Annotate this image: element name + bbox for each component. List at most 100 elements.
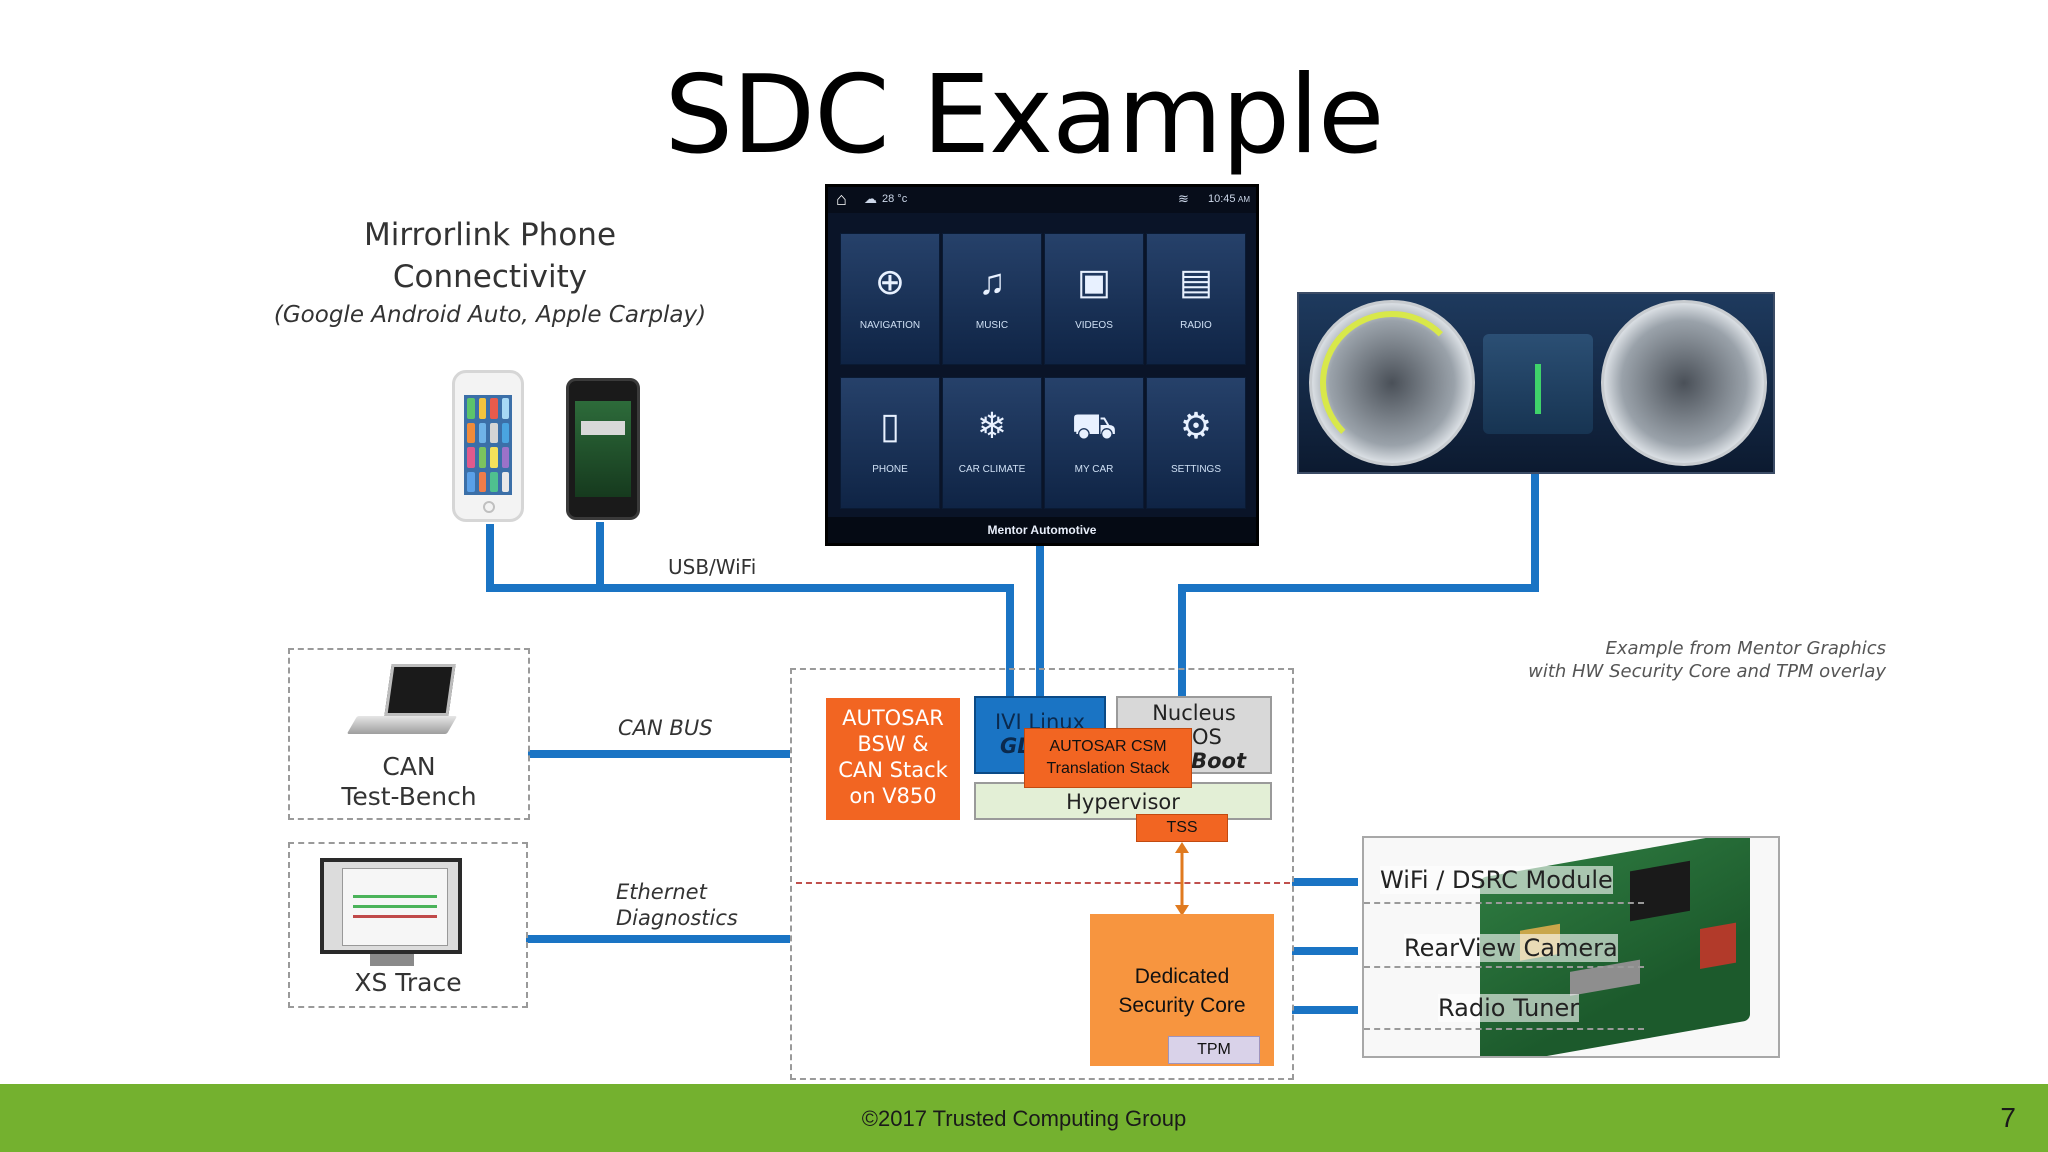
module-divider-3: [1364, 1028, 1644, 1030]
wire-wifi-module: [1292, 878, 1358, 886]
tpm-label: TPM: [1197, 1041, 1231, 1058]
nucleus-line1: Nucleus: [1152, 701, 1236, 725]
attribution-line2: with HW Security Core and TPM overlay: [1528, 661, 1886, 682]
iphone-image: [452, 370, 524, 522]
cluster-center-bar: [1535, 364, 1541, 414]
video-camera-icon: ▣: [1076, 261, 1111, 302]
wire-screen-to-ivi-linux: [1036, 546, 1044, 696]
iphone-app-grid: [464, 395, 512, 495]
android-clock-widget: [581, 421, 625, 435]
xs-trace-box: XS Trace: [288, 842, 528, 1008]
mirrorlink-line1: Mirrorlink Phone: [363, 217, 617, 253]
monitor-stand: [370, 954, 414, 966]
tss-security-arrow: [1175, 842, 1189, 916]
autosar-csm-line2: Translation Stack: [1046, 760, 1170, 777]
weather-icon: ☁: [864, 191, 877, 206]
gear-icon: ⚙: [1179, 405, 1213, 446]
compass-icon: ⊕: [874, 261, 906, 302]
autosar-bsw-line2: BSW &: [857, 732, 929, 756]
wire-cluster-horizontal: [1178, 584, 1539, 592]
ethernet-label-line1: Ethernet: [616, 880, 707, 904]
wire-iphone-drop: [486, 524, 494, 590]
tss-label: TSS: [1166, 819, 1198, 836]
security-core-line2: Security Core: [1118, 994, 1246, 1017]
ivi-tile-label: MY CAR: [1074, 464, 1114, 475]
autosar-bsw-line4: on V850: [849, 784, 937, 808]
ivi-tile-settings[interactable]: ⚙ SETTINGS: [1146, 377, 1246, 509]
ivi-tile-navigation[interactable]: ⊕ NAVIGATION: [840, 233, 940, 365]
wire-radio: [1292, 1006, 1358, 1014]
copyright-text: ©2017 Trusted Computing Group: [861, 1106, 1187, 1131]
ivi-status-bar: ⌂ ☁ 28 °c ≋ 10:45 AM: [828, 187, 1256, 213]
laptop-icon: [346, 658, 462, 746]
ivi-tile-my-car[interactable]: ⛟ MY CAR: [1044, 377, 1144, 509]
can-bus-label: CAN BUS: [618, 716, 713, 740]
rearview-camera-label: RearView Camera: [1404, 934, 1618, 962]
laptop-screen: [384, 664, 456, 716]
android-screen: [575, 401, 631, 497]
usb-wifi-label: USB/WiFi: [668, 555, 757, 579]
security-core-line1: Dedicated: [1134, 965, 1230, 988]
ivi-brand-bar: Mentor Automotive: [828, 517, 1256, 543]
instrument-cluster: [1297, 292, 1775, 474]
autosar-bsw-box: AUTOSAR BSW & CAN Stack on V850: [826, 698, 960, 820]
ivi-tile-car-climate[interactable]: ❄ CAR CLIMATE: [942, 377, 1042, 509]
ivi-tile-music[interactable]: ♫ MUSIC: [942, 233, 1042, 365]
ivi-ampm: AM: [1238, 195, 1250, 204]
monitor-icon: [320, 858, 462, 954]
ecu-container: [790, 668, 1294, 1080]
slide-title: SDC Example: [664, 53, 1384, 178]
speedometer-arc: [1320, 311, 1464, 455]
ivi-tile-videos[interactable]: ▣ VIDEOS: [1044, 233, 1144, 365]
security-boundary-line: [796, 882, 1290, 884]
module-divider-2: [1364, 966, 1644, 968]
ethernet-label-line2: Diagnostics: [616, 906, 738, 930]
ivi-time: 10:45: [1208, 193, 1236, 205]
hypervisor-label: Hypervisor: [1066, 790, 1180, 814]
ivi-screen: ⌂ ☁ 28 °c ≋ 10:45 AM ⊕ NAVIGATION ♫ MUSI…: [825, 184, 1259, 546]
monitor-window: [342, 868, 448, 946]
wire-android-drop: [596, 522, 604, 584]
tpm-box: TPM: [1168, 1036, 1260, 1064]
mirrorlink-line2: Connectivity: [392, 259, 588, 295]
wifi-module-label: WiFi / DSRC Module: [1380, 866, 1613, 894]
cluster-center-display: [1483, 334, 1593, 434]
phone-icon: ▯: [880, 405, 900, 446]
can-test-bench-box: CAN Test-Bench: [288, 648, 530, 820]
ivi-temperature: 28 °c: [882, 193, 908, 205]
snowflake-icon: ❄: [976, 405, 1008, 446]
page-number: 7: [2000, 1102, 2016, 1133]
ivi-brand: Mentor Automotive: [987, 523, 1097, 537]
nucleus-line3: Boot: [1191, 749, 1246, 773]
android-phone-image: [566, 378, 640, 520]
can-bench-line2: Test-Bench: [341, 782, 477, 811]
wire-usb-to-ivi-linux: [1006, 584, 1014, 696]
wire-usb-horizontal: [486, 584, 1014, 592]
speedometer-gauge: [1309, 300, 1475, 466]
ivi-tile-label: RADIO: [1180, 320, 1212, 331]
xs-trace-label: XS Trace: [354, 968, 462, 997]
tss-box: TSS: [1136, 814, 1228, 842]
hypervisor-box: Hypervisor: [974, 782, 1272, 820]
radio-tuner-label: Radio Tuner: [1438, 994, 1580, 1022]
wire-cluster-to-nucleus: [1178, 584, 1186, 696]
iphone-home-button: [483, 501, 495, 513]
car-icon: ⛟: [1071, 405, 1117, 446]
wifi-icon: ≋: [1178, 191, 1189, 206]
ivi-tile-label: VIDEOS: [1075, 320, 1113, 331]
module-divider-1: [1364, 902, 1644, 904]
ivi-tile-label: CAR CLIMATE: [958, 464, 1026, 475]
attribution-line1: Example from Mentor Graphics: [1605, 638, 1886, 659]
home-icon: ⌂: [836, 189, 847, 209]
autosar-bsw-line3: CAN Stack: [838, 758, 948, 782]
ivi-tile-phone[interactable]: ▯ PHONE: [840, 377, 940, 509]
wire-can-bus: [528, 750, 790, 758]
radio-icon: ▤: [1178, 261, 1213, 302]
modules-board: WiFi / DSRC Module RearView Camera Radio…: [1362, 836, 1780, 1058]
autosar-csm-box: AUTOSAR CSM Translation Stack: [1024, 728, 1192, 788]
wire-ethernet: [526, 935, 790, 943]
autosar-csm-line1: AUTOSAR CSM: [1049, 738, 1167, 755]
ivi-tile-label: NAVIGATION: [859, 320, 921, 331]
ivi-tile-radio[interactable]: ▤ RADIO: [1146, 233, 1246, 365]
tachometer-gauge: [1601, 300, 1767, 466]
